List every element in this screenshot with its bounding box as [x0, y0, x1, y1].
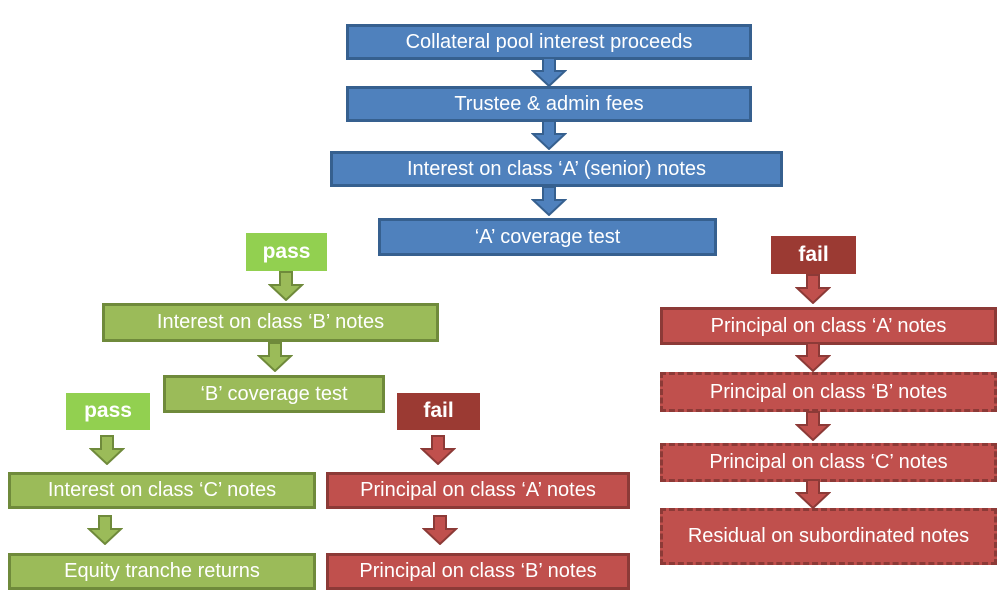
- down-arrow-icon: [531, 57, 567, 87]
- down-arrow-icon: [531, 186, 567, 216]
- down-arrow-icon: [795, 274, 831, 304]
- node-equity-tranche: Equity tranche returns: [8, 553, 316, 590]
- node-b-coverage-test: ‘B’ coverage test: [163, 375, 385, 413]
- node-trustee-admin-fees: Trustee & admin fees: [346, 86, 752, 122]
- node-principal-class-a-mid: Principal on class ‘A’ notes: [326, 472, 630, 509]
- down-arrow-icon: [795, 342, 831, 372]
- down-arrow-icon: [422, 515, 458, 545]
- node-interest-class-b: Interest on class ‘B’ notes: [102, 303, 439, 342]
- tag-pass-a: pass: [246, 233, 327, 271]
- down-arrow-icon: [89, 435, 125, 465]
- node-principal-class-b-mid: Principal on class ‘B’ notes: [326, 553, 630, 590]
- node-interest-class-c: Interest on class ‘C’ notes: [8, 472, 316, 509]
- node-residual-subordinated: Residual on subordinated notes: [660, 508, 997, 565]
- down-arrow-icon: [420, 435, 456, 465]
- tag-fail-a: fail: [771, 236, 856, 274]
- tag-pass-b: pass: [66, 393, 150, 430]
- down-arrow-icon: [795, 479, 831, 509]
- node-a-coverage-test: ‘A’ coverage test: [378, 218, 717, 256]
- down-arrow-icon: [531, 120, 567, 150]
- down-arrow-icon: [257, 342, 293, 372]
- node-principal-class-a-right: Principal on class ‘A’ notes: [660, 307, 997, 345]
- down-arrow-icon: [268, 271, 304, 301]
- down-arrow-icon: [87, 515, 123, 545]
- tag-fail-b: fail: [397, 393, 480, 430]
- node-principal-class-c-right: Principal on class ‘C’ notes: [660, 443, 997, 482]
- node-principal-class-b-right: Principal on class ‘B’ notes: [660, 372, 997, 412]
- node-collateral-pool: Collateral pool interest proceeds: [346, 24, 752, 60]
- node-interest-class-a: Interest on class ‘A’ (senior) notes: [330, 151, 783, 187]
- down-arrow-icon: [795, 411, 831, 441]
